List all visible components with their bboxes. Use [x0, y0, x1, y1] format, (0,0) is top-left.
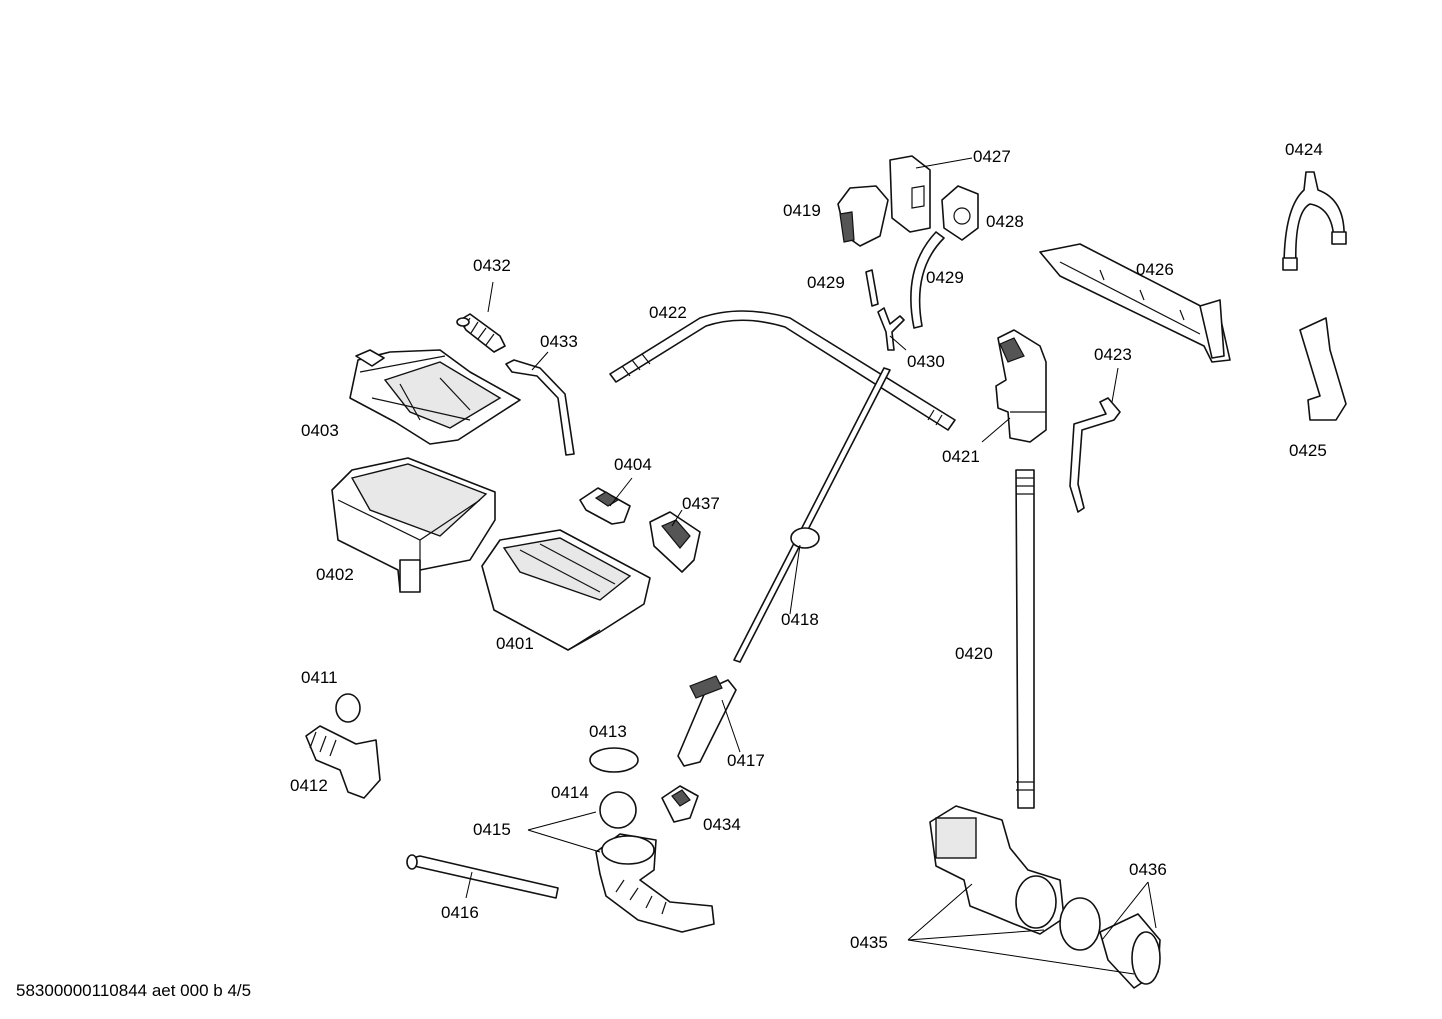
part-0423-bent-rod: [1069, 397, 1121, 513]
part-0426-long-bracket: [1039, 243, 1231, 363]
label-0424: 0424: [1285, 140, 1323, 159]
label-0419: 0419: [783, 201, 821, 220]
label-0404: 0404: [614, 455, 652, 474]
label-0427: 0427: [973, 147, 1011, 166]
part-0402-dispenser-housing: [331, 457, 496, 593]
part-0421-valve: [995, 329, 1047, 443]
part-0412-elbow: [305, 725, 381, 799]
diagram-footer-code: 58300000110844 aet 000 b 4/5: [16, 981, 252, 1000]
part-0425-bracket: [1299, 317, 1347, 421]
label-0420: 0420: [955, 644, 993, 663]
label-0436: 0436: [1129, 860, 1167, 879]
label-0423: 0423: [1094, 345, 1132, 364]
label-0430: 0430: [907, 352, 945, 371]
part-0404-clip: [579, 487, 631, 525]
label-0403: 0403: [301, 421, 339, 440]
label-0429-b: 0429: [926, 268, 964, 287]
label-0415: 0415: [473, 820, 511, 839]
part-0417-sensor: [677, 675, 737, 767]
label-0402: 0402: [316, 565, 354, 584]
part-labels: 0401 0402 0403 0404 0411 0412 0413 0414 …: [290, 140, 1327, 952]
part-0433-bent-hose: [505, 359, 575, 456]
part-0414-ball: [599, 791, 637, 829]
label-0433: 0433: [540, 332, 578, 351]
label-0422: 0422: [649, 303, 687, 322]
label-0425: 0425: [1289, 441, 1327, 460]
part-0411-ring: [335, 693, 361, 723]
part-0413-ring: [589, 747, 639, 773]
part-0432-bellows: [456, 313, 506, 353]
part-0420-drain-hose: [1015, 469, 1035, 809]
part-0415-sump-hose: [595, 833, 715, 933]
leader-lines: [465, 157, 1157, 975]
label-0401: 0401: [496, 634, 534, 653]
part-0418-rod: [733, 367, 891, 663]
label-0428: 0428: [986, 212, 1024, 231]
label-0413: 0413: [589, 722, 627, 741]
part-0436-filter: [1059, 897, 1161, 989]
label-0429-a: 0429: [807, 273, 845, 292]
part-0434-clip: [661, 785, 699, 823]
label-0418: 0418: [781, 610, 819, 629]
label-0411: 0411: [301, 668, 338, 687]
part-0427-bracket: [889, 155, 931, 233]
label-0432: 0432: [473, 256, 511, 275]
part-0401-dispenser-drawer: [481, 529, 651, 651]
part-0437-cover: [649, 511, 701, 573]
part-0416-hose: [406, 854, 559, 899]
label-0417: 0417: [727, 751, 765, 770]
part-0422-long-hose: [609, 310, 956, 431]
part-0429-hoses: [865, 231, 945, 329]
label-0414: 0414: [551, 783, 589, 802]
label-0435: 0435: [850, 933, 888, 952]
part-0419-pressure-switch: [837, 185, 889, 247]
label-0434: 0434: [703, 815, 741, 834]
label-0416: 0416: [441, 903, 479, 922]
label-0421: 0421: [942, 447, 980, 466]
part-0428-switch: [941, 185, 979, 241]
label-0437: 0437: [682, 494, 720, 513]
part-0424-hanger: [1282, 171, 1347, 271]
label-0412: 0412: [290, 776, 328, 795]
part-0435-drain-pump: [929, 805, 1065, 935]
label-0426: 0426: [1136, 260, 1174, 279]
part-0430-y-connector: [877, 307, 905, 351]
part-0403-dispenser-top: [349, 349, 521, 445]
